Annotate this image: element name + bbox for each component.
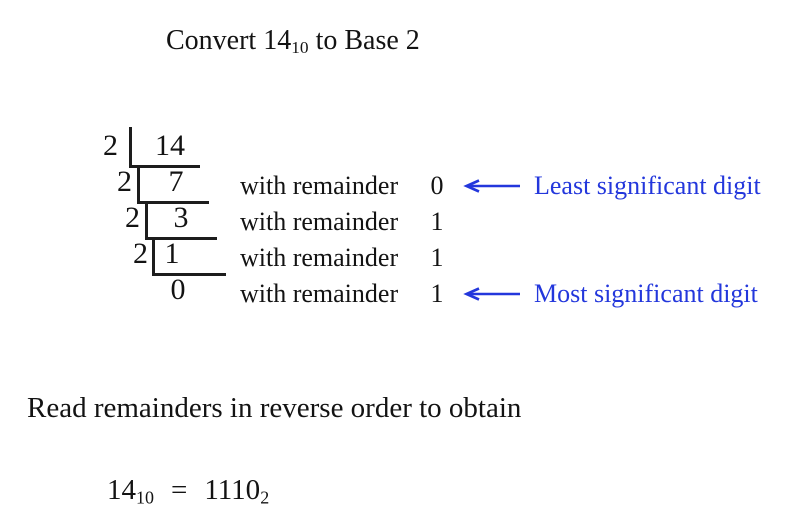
bracket-vertical-line-row3 bbox=[152, 237, 155, 275]
final-quotient: 0 bbox=[170, 273, 186, 306]
remainder-digit-row3: 1 bbox=[430, 243, 444, 272]
annotation-most-significant: Most significant digit bbox=[460, 279, 758, 309]
equation-rhs-subscript: 2 bbox=[260, 487, 270, 508]
bracket-vertical-line-row1 bbox=[137, 165, 140, 203]
divisor-row3: 2 bbox=[133, 237, 148, 270]
dividend-row2: 3 bbox=[173, 201, 189, 234]
equation-lhs: 14 bbox=[107, 474, 136, 506]
dividend-row0: 14 bbox=[155, 129, 185, 162]
bracket-vertical-line-row2 bbox=[145, 201, 148, 239]
annotation-label: Least significant digit bbox=[534, 171, 761, 200]
remainder-label-row2: with remainder bbox=[240, 207, 399, 236]
title-suffix: to Base 2 bbox=[308, 25, 420, 56]
left-arrow-icon bbox=[463, 287, 520, 301]
equation-rhs: 1110 bbox=[204, 474, 261, 506]
title-prefix: Convert 14 bbox=[166, 25, 292, 56]
bracket-horizontal-line-row0 bbox=[129, 165, 200, 168]
remainder-digit-row4: 1 bbox=[430, 279, 444, 308]
bracket-vertical-line-row0 bbox=[129, 127, 132, 167]
divisor-row2: 2 bbox=[125, 201, 140, 234]
page-title: Convert 1410 to Base 2 bbox=[166, 24, 420, 58]
annotation-label: Most significant digit bbox=[534, 279, 758, 308]
remainder-label-row4: with remainder bbox=[240, 279, 399, 308]
remainder-label-row3: with remainder bbox=[240, 243, 399, 272]
left-arrow-icon bbox=[463, 179, 520, 193]
annotation-least-significant: Least significant digit bbox=[460, 171, 761, 201]
equals-sign: = bbox=[170, 474, 188, 506]
equation-lhs-subscript: 10 bbox=[136, 487, 154, 508]
divisor-row0: 2 bbox=[103, 129, 118, 162]
bracket-horizontal-line-row1 bbox=[137, 201, 209, 204]
title-base-subscript: 10 bbox=[291, 38, 309, 58]
result-equation: 1410 = 11102 bbox=[107, 472, 269, 508]
remainder-digit-row1: 0 bbox=[430, 171, 444, 200]
divisor-row1: 2 bbox=[117, 165, 132, 198]
remainder-digit-row2: 1 bbox=[430, 207, 444, 236]
bracket-horizontal-line-row2 bbox=[145, 237, 217, 240]
dividend-row1: 7 bbox=[168, 165, 184, 198]
read-instruction: Read remainders in reverse order to obta… bbox=[27, 392, 522, 424]
remainder-label-row1: with remainder bbox=[240, 171, 399, 200]
dividend-row3: 1 bbox=[164, 237, 180, 270]
bracket-horizontal-line-row3 bbox=[152, 273, 226, 276]
